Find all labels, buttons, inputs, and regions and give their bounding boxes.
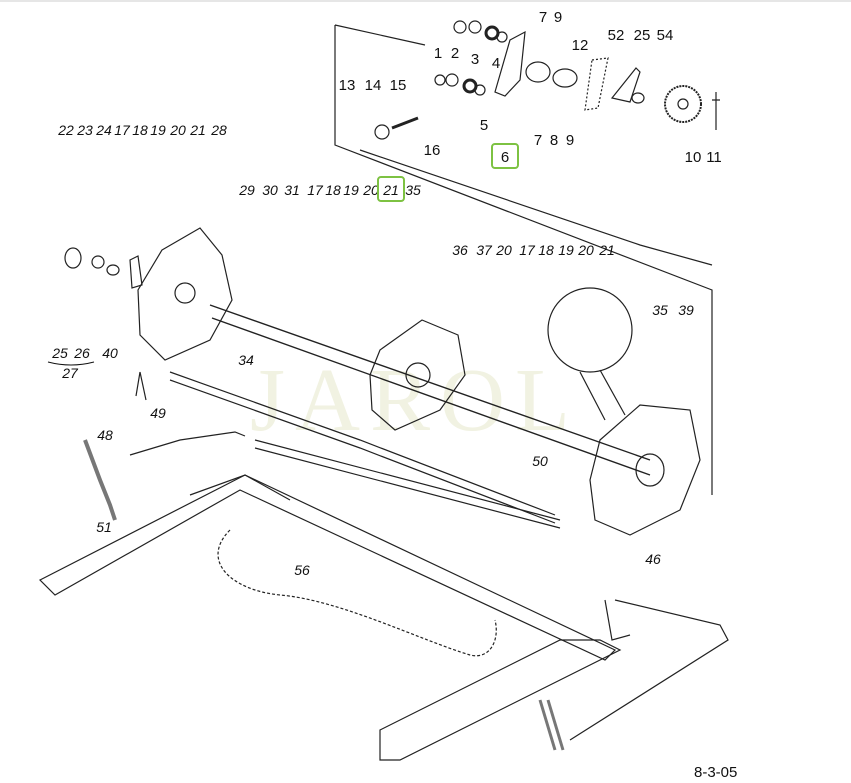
disc-1 bbox=[137, 227, 233, 361]
part-callout[interactable]: 56 bbox=[294, 562, 310, 578]
part-callout[interactable]: 34 bbox=[238, 352, 254, 368]
rod-46 bbox=[569, 599, 729, 741]
part-callout[interactable]: 21 bbox=[598, 242, 615, 258]
part-callout[interactable]: 37 bbox=[476, 242, 493, 258]
exploded-drawing bbox=[38, 20, 729, 761]
part-callout[interactable]: 26 bbox=[73, 345, 90, 361]
part-callout[interactable]: 19 bbox=[558, 242, 574, 258]
part-callout[interactable]: 19 bbox=[343, 182, 359, 198]
part-callout[interactable]: 15 bbox=[390, 77, 407, 94]
part-callout[interactable]: 22 bbox=[57, 122, 74, 138]
part-callout[interactable]: 39 bbox=[678, 302, 694, 318]
disc-2 bbox=[369, 319, 466, 431]
part-callout[interactable]: 36 bbox=[452, 242, 468, 258]
part-callout[interactable]: 10 bbox=[685, 149, 702, 166]
inset-frame bbox=[334, 24, 713, 495]
part-callout[interactable]: 23 bbox=[76, 122, 93, 138]
part-callout[interactable]: 11 bbox=[706, 149, 722, 166]
part-callout[interactable]: 25 bbox=[51, 345, 68, 361]
part-callout[interactable]: 8 bbox=[550, 132, 558, 149]
frame-lower bbox=[379, 639, 622, 761]
part-callout[interactable]: 18 bbox=[132, 122, 148, 138]
footer-code: 8-3-05 bbox=[694, 764, 737, 781]
part-callout[interactable]: 20 bbox=[362, 182, 379, 198]
part-callout[interactable]: 21 bbox=[189, 122, 206, 138]
part-callout[interactable]: 48 bbox=[97, 427, 113, 443]
part-callout[interactable]: 20 bbox=[577, 242, 594, 258]
part-callout[interactable]: 13 bbox=[339, 77, 356, 94]
part-callout[interactable]: 24 bbox=[95, 122, 112, 138]
part-callout[interactable]: 17 bbox=[307, 182, 324, 198]
part-callout[interactable]: 52 bbox=[608, 27, 625, 44]
highlight-box bbox=[491, 143, 519, 169]
part-callout[interactable]: 7 bbox=[534, 132, 542, 149]
part-callout[interactable]: 18 bbox=[325, 182, 341, 198]
part-callout[interactable]: 17 bbox=[114, 122, 131, 138]
rod-50 bbox=[169, 371, 556, 524]
part-callout[interactable]: 16 bbox=[424, 142, 441, 159]
part-callout[interactable]: 3 bbox=[471, 51, 479, 68]
part-callout[interactable]: 20 bbox=[495, 242, 512, 258]
part-callout[interactable]: 21 bbox=[382, 182, 399, 198]
group-brace bbox=[47, 361, 95, 366]
part-callout[interactable]: 50 bbox=[532, 453, 548, 469]
part-callout[interactable]: 28 bbox=[210, 122, 227, 138]
part-callout[interactable]: 7 bbox=[539, 9, 547, 26]
frame-51 bbox=[38, 474, 617, 661]
disc-3 bbox=[589, 404, 701, 536]
part-callout[interactable]: 40 bbox=[102, 345, 118, 361]
part-callout[interactable]: 9 bbox=[554, 9, 562, 26]
top-border bbox=[0, 0, 851, 2]
part-callout[interactable]: 1 bbox=[434, 45, 442, 62]
part-callout[interactable]: 29 bbox=[238, 182, 255, 198]
part-callout[interactable]: 49 bbox=[150, 405, 166, 421]
part-callout[interactable]: 25 bbox=[634, 27, 651, 44]
part-callout[interactable]: 27 bbox=[61, 365, 79, 381]
part-callout[interactable]: 51 bbox=[96, 519, 112, 535]
part-callout[interactable]: 18 bbox=[538, 242, 554, 258]
part-callout[interactable]: 31 bbox=[284, 182, 300, 198]
part-callout[interactable]: 19 bbox=[150, 122, 166, 138]
part-callout[interactable]: 12 bbox=[572, 37, 589, 54]
part-callout[interactable]: 54 bbox=[657, 27, 674, 44]
part-callout[interactable]: 9 bbox=[566, 132, 574, 149]
part-callout[interactable]: 35 bbox=[405, 182, 421, 198]
detail-circle bbox=[547, 287, 633, 373]
part-callout[interactable]: 46 bbox=[645, 551, 661, 567]
cable-56 bbox=[217, 529, 497, 657]
part-callout[interactable]: 4 bbox=[492, 55, 500, 72]
part-callout[interactable]: 17 bbox=[519, 242, 536, 258]
watermark: JAROL bbox=[250, 351, 580, 450]
part-callout[interactable]: 20 bbox=[169, 122, 186, 138]
highlight-box bbox=[377, 176, 405, 202]
part-callout[interactable]: 14 bbox=[365, 77, 382, 94]
part-callout[interactable]: 6 bbox=[501, 149, 509, 166]
part-callout[interactable]: 30 bbox=[262, 182, 278, 198]
shaft bbox=[209, 304, 651, 476]
inset-frame-line bbox=[359, 149, 713, 266]
part-callout[interactable]: 5 bbox=[480, 117, 488, 134]
part-callout[interactable]: 2 bbox=[451, 45, 459, 62]
part-callout[interactable]: 35 bbox=[652, 302, 668, 318]
